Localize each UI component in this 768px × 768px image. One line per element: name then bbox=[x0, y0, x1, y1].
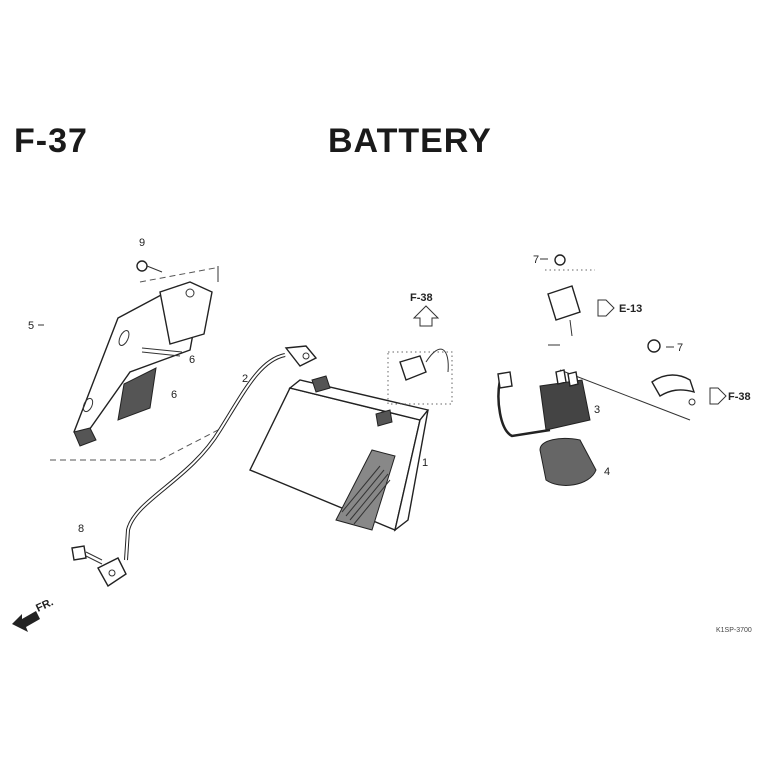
nut-7-top bbox=[545, 254, 595, 271]
front-direction-arrow: FR. bbox=[12, 596, 55, 632]
callout-9: 9 bbox=[139, 237, 145, 249]
ref-arrow-f38-top bbox=[412, 305, 440, 327]
callout-5: 5 bbox=[28, 320, 34, 332]
callout-1: 1 bbox=[422, 457, 428, 469]
ref-f38-top: F-38 bbox=[410, 292, 433, 304]
callout-7b: 7 bbox=[677, 342, 683, 354]
diagram-code: K1SP-3700 bbox=[716, 627, 752, 634]
ref-arrow-f38-right bbox=[709, 387, 727, 405]
ref-arrow-e13 bbox=[597, 299, 615, 317]
terminal-cover bbox=[387, 348, 453, 405]
callout-8: 8 bbox=[78, 523, 84, 535]
battery bbox=[249, 375, 430, 532]
bolt-8 bbox=[71, 545, 103, 565]
ref-e13: E-13 bbox=[619, 303, 642, 315]
battery-bracket bbox=[73, 281, 213, 447]
callout-3: 3 bbox=[594, 404, 600, 416]
guide-line bbox=[559, 369, 691, 421]
front-label: FR. bbox=[34, 596, 55, 614]
relay-rubber-cover bbox=[539, 437, 597, 486]
callout-6b: 6 bbox=[171, 389, 177, 401]
guide-line bbox=[159, 427, 223, 461]
section-code: F-37 bbox=[14, 122, 88, 160]
relay-bracket bbox=[547, 285, 581, 337]
page-title: BATTERY bbox=[328, 122, 492, 160]
callout-7a: 7 bbox=[533, 254, 539, 266]
bracket-rubber-pad bbox=[117, 347, 183, 421]
battery-cable bbox=[97, 345, 318, 588]
ref-f38-right: F-38 bbox=[728, 391, 751, 403]
starter-relay bbox=[497, 369, 591, 438]
callout-4: 4 bbox=[604, 466, 610, 478]
callout-2: 2 bbox=[242, 373, 248, 385]
bolt-9 bbox=[136, 260, 219, 283]
callout-6a: 6 bbox=[189, 354, 195, 366]
nut-7-right bbox=[647, 339, 661, 353]
relay-lead-terminal bbox=[651, 374, 696, 406]
